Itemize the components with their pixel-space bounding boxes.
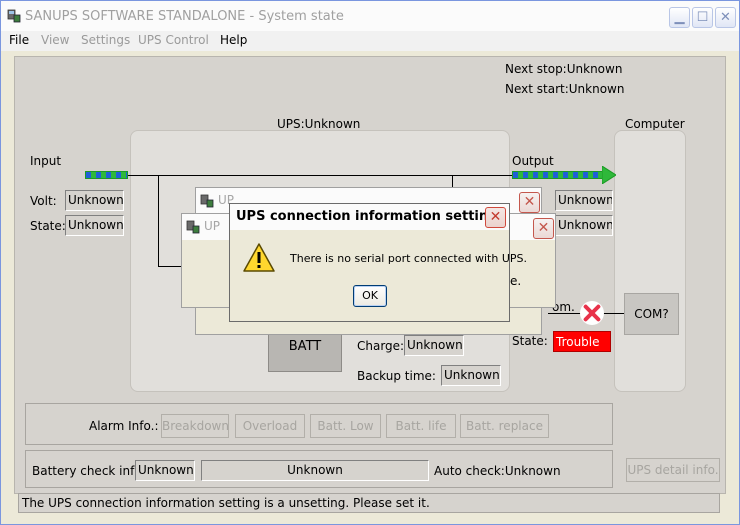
output-arrow-icon [602, 166, 616, 184]
computer-diagram-box [614, 130, 686, 392]
ups-detail-info-button[interactable]: UPS detail info. [626, 458, 720, 482]
input-volt-field: Unknown [65, 190, 124, 211]
modal-close-button[interactable]: ✕ [485, 207, 506, 228]
maximize-icon: ☐ [696, 10, 709, 25]
menu-help[interactable]: Help [220, 33, 248, 47]
background-dialog-1-icon [200, 194, 214, 208]
ups-title: UPS:Unknown [277, 117, 361, 131]
input-label: Input [30, 154, 62, 168]
output-state-field: Unknown [555, 215, 613, 236]
computer-title: Computer [625, 117, 685, 131]
output-drop-line [452, 175, 453, 191]
com-label: om. [552, 300, 575, 314]
close-icon: ✕ [523, 194, 536, 210]
minimize-icon: ▁ [674, 10, 685, 25]
input-power-pipe [85, 171, 128, 179]
alarm-breakdown-button[interactable]: Breakdown [161, 414, 229, 438]
auto-check-label: Auto check:Unknown [434, 464, 561, 478]
background-dialog-2-text: e. [510, 274, 522, 288]
output-label: Output [512, 154, 554, 168]
connection-info-modal: UPS connection information setting ✕ The… [229, 203, 527, 322]
ok-button[interactable]: OK [353, 285, 387, 307]
charge-field: Unknown [404, 335, 464, 356]
background-dialog-2-close-button[interactable]: ✕ [533, 218, 554, 239]
next-start-label: Next start:Unknown [505, 82, 625, 96]
input-state-field: Unknown [65, 215, 124, 236]
output-power-pipe [512, 171, 604, 179]
menu-view[interactable]: View [41, 33, 70, 47]
output-volt-field: Unknown [555, 190, 613, 211]
title-bar[interactable]: SANUPS SOFTWARE STANDALONE - System stat… [1, 1, 739, 31]
background-dialog-2-icon [186, 220, 200, 234]
input-volt-label: Volt: [30, 194, 57, 208]
alarm-batt-life-button[interactable]: Batt. life [386, 414, 456, 438]
main-bus-line [128, 175, 512, 176]
battery-check-field-1: Unknown [135, 460, 195, 481]
alarm-info-label: Alarm Info.: [89, 419, 159, 433]
bypass-line-vertical [158, 175, 159, 267]
battery-check-group [25, 450, 613, 488]
battery-check-label: Battery check info.: [32, 464, 150, 478]
backup-time-field: Unknown [441, 365, 501, 386]
bypass-line-horizontal [158, 266, 198, 267]
com-port-box: COM? [624, 293, 679, 335]
app-icon [7, 9, 21, 23]
window-title: SANUPS SOFTWARE STANDALONE - System stat… [25, 9, 344, 24]
close-icon: ✕ [720, 10, 731, 25]
modal-title: UPS connection information setting [236, 209, 498, 224]
alarm-batt-low-button[interactable]: Batt. Low [310, 414, 381, 438]
modal-titlebar[interactable]: UPS connection information setting [230, 204, 509, 230]
disconnected-icon [580, 301, 604, 325]
computer-state-label: State: [512, 334, 548, 348]
status-bar: The UPS connection information setting i… [18, 493, 720, 513]
warning-icon [243, 243, 275, 272]
computer-state-badge: Trouble [553, 331, 611, 352]
alarm-batt-replace-button[interactable]: Batt. replace [460, 414, 549, 438]
background-dialog-2-title: UP [204, 219, 221, 233]
input-state-label: State: [30, 219, 66, 233]
menu-bar: File View Settings UPS Control Help [1, 31, 739, 51]
alarm-overload-button[interactable]: Overload [235, 414, 305, 438]
background-dialog-1-close-button[interactable]: ✕ [519, 192, 540, 213]
menu-ups-control[interactable]: UPS Control [138, 33, 209, 47]
maximize-button[interactable]: ☐ [692, 7, 713, 28]
charge-label: Charge: [357, 339, 405, 353]
minimize-button[interactable]: ▁ [669, 7, 690, 28]
menu-settings[interactable]: Settings [81, 33, 131, 47]
modal-message: There is no serial port connected with U… [290, 252, 527, 265]
close-icon: ✕ [537, 220, 550, 236]
backup-time-label: Backup time: [357, 369, 436, 383]
next-stop-label: Next stop:Unknown [505, 62, 623, 76]
menu-file[interactable]: File [9, 33, 30, 47]
close-icon: ✕ [489, 209, 502, 225]
battery-check-field-2: Unknown [201, 460, 429, 481]
close-button[interactable]: ✕ [715, 7, 736, 28]
